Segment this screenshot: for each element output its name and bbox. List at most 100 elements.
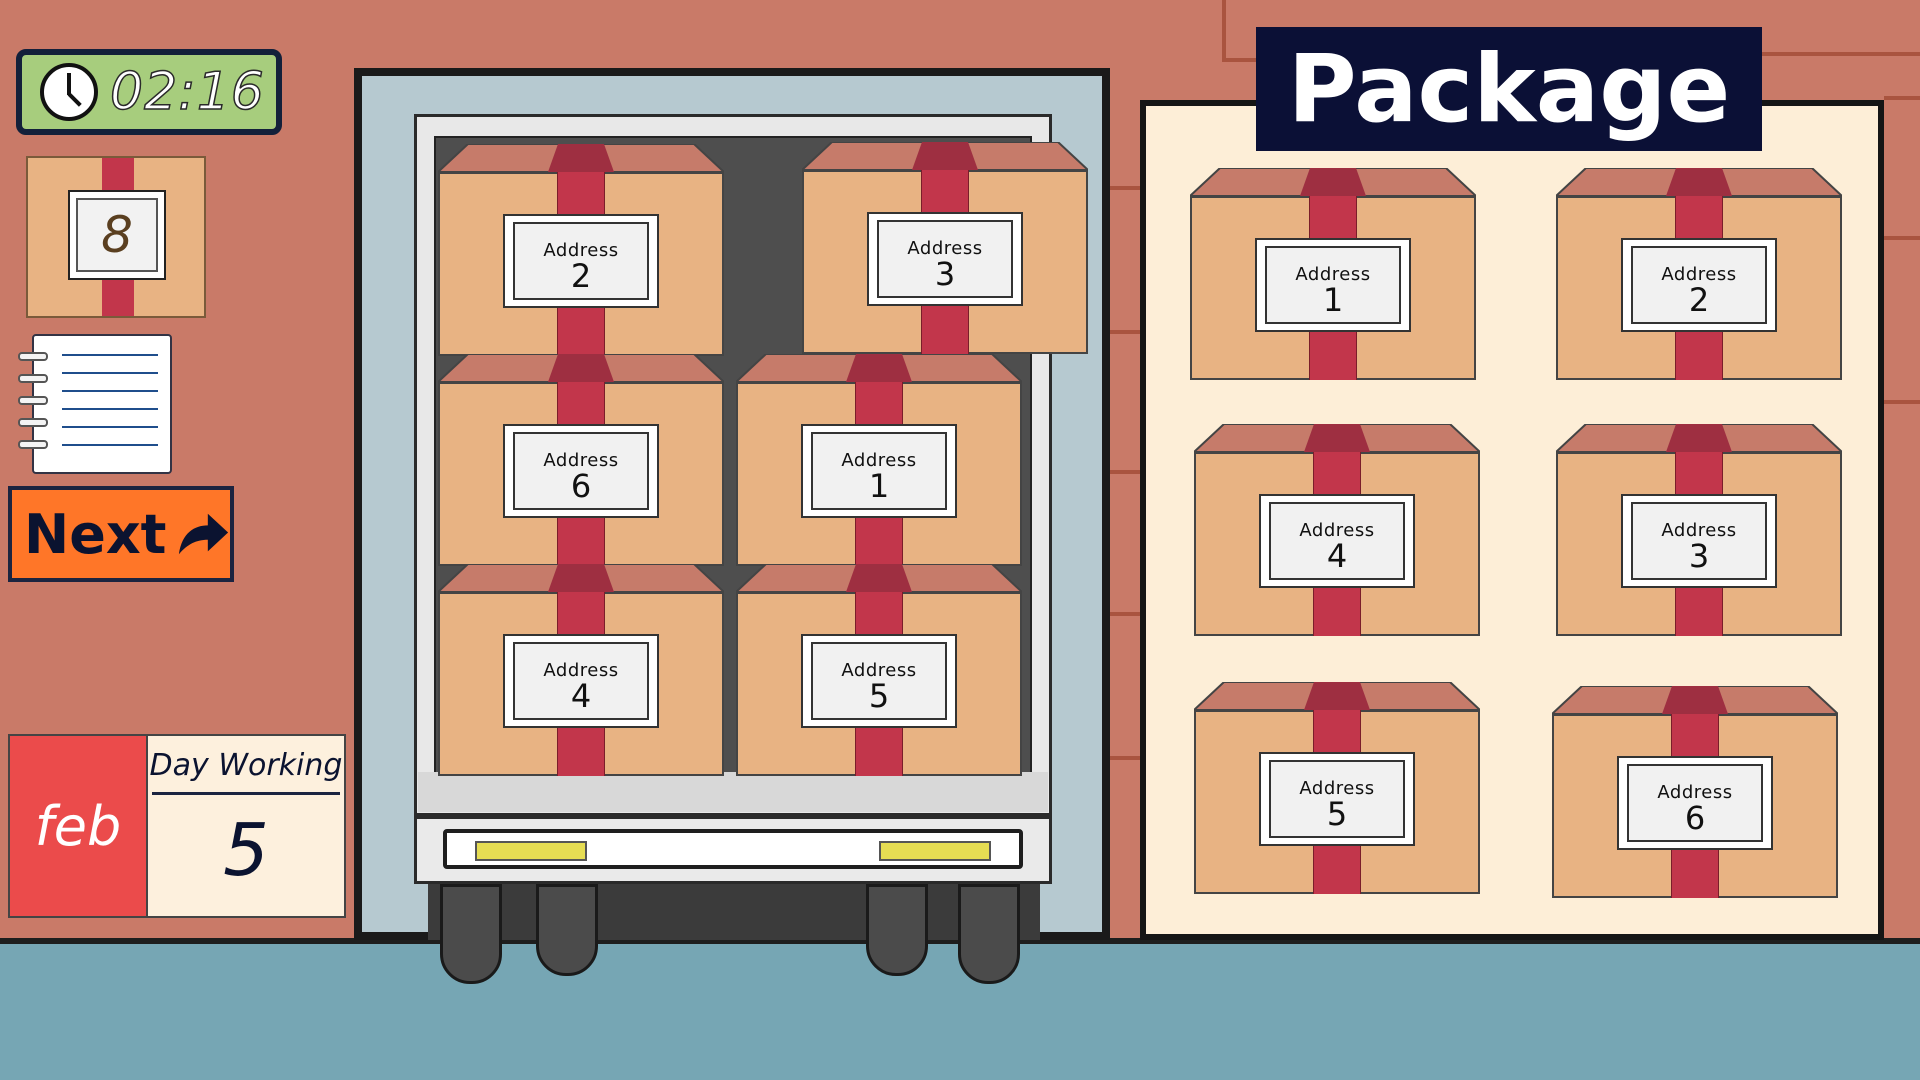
address-word: Address	[907, 238, 983, 259]
package-count-value: 8	[76, 198, 158, 272]
wall-brick-line	[1110, 612, 1142, 616]
redo-arrow-icon	[179, 513, 229, 555]
address-number: 2	[1688, 281, 1710, 319]
calendar: feb Day Working 5	[8, 734, 346, 918]
address-number: 1	[1322, 281, 1344, 319]
address-word: Address	[543, 660, 619, 681]
address-word: Address	[1299, 520, 1375, 541]
box-lid	[736, 354, 1022, 384]
box-lid	[1194, 424, 1480, 454]
bumper-bar	[443, 829, 1023, 869]
box-lid	[736, 564, 1022, 594]
clock-icon	[40, 63, 98, 121]
package-count: 8	[26, 156, 206, 318]
calendar-day-panel: Day Working 5	[146, 736, 344, 916]
address-number: 4	[1326, 537, 1348, 575]
wall-brick-line	[1110, 756, 1142, 760]
wall-brick-line	[1222, 0, 1226, 62]
wall-brick-line	[1110, 470, 1142, 474]
notebook-ring-icon	[18, 418, 48, 427]
address-word: Address	[1299, 778, 1375, 799]
wall-brick-line	[1222, 58, 1262, 62]
cargo-floor	[418, 772, 1048, 812]
notebook-button[interactable]	[18, 334, 172, 474]
box-lid	[1556, 168, 1842, 198]
address-number: 3	[934, 255, 956, 293]
notebook-ring-icon	[18, 396, 48, 405]
truck-wheel	[440, 884, 502, 984]
address-word: Address	[1295, 264, 1371, 285]
box-lid	[802, 142, 1088, 172]
address-number: 2	[570, 257, 592, 295]
truck-wheel	[536, 884, 598, 976]
notebook-line	[62, 426, 158, 428]
address-word: Address	[543, 240, 619, 261]
box-lid	[1552, 686, 1838, 716]
address-number: 3	[1688, 537, 1710, 575]
notebook-line	[62, 444, 158, 446]
next-button[interactable]: Next	[8, 486, 234, 582]
address-number: 4	[570, 677, 592, 715]
address-word: Address	[841, 660, 917, 681]
next-button-label: Next	[24, 502, 167, 566]
address-word: Address	[543, 450, 619, 471]
box-lid	[438, 144, 724, 174]
address-word: Address	[1661, 264, 1737, 285]
address-word: Address	[1661, 520, 1737, 541]
address-number: 5	[1326, 795, 1348, 833]
address-number: 1	[868, 467, 890, 505]
truck-wheel	[866, 884, 928, 976]
wall-brick-line	[1884, 400, 1920, 404]
notebook-line	[62, 408, 158, 410]
notebook-ring-icon	[18, 352, 48, 361]
address-word: Address	[1657, 782, 1733, 803]
notebook-line	[62, 390, 158, 392]
calendar-day: 5	[223, 808, 269, 892]
address-number: 6	[1684, 799, 1706, 837]
calendar-month: feb	[10, 736, 146, 916]
truck-bumper	[414, 816, 1052, 884]
address-number: 5	[868, 677, 890, 715]
tail-light	[475, 841, 587, 861]
notebook-ring-icon	[18, 440, 48, 449]
wall-brick-line	[1110, 186, 1142, 190]
timer: 02:16	[16, 49, 282, 135]
tail-light	[879, 841, 991, 861]
box-lid	[438, 564, 724, 594]
calendar-label: Day Working	[149, 748, 343, 783]
notebook-line	[62, 354, 158, 356]
notebook-ring-icon	[18, 374, 48, 383]
box-lid	[1190, 168, 1476, 198]
timer-value: 02:16	[109, 61, 265, 123]
address-number: 6	[570, 467, 592, 505]
wall-brick-line	[1884, 96, 1920, 100]
wall-brick-line	[1884, 236, 1920, 240]
notebook-line	[62, 372, 158, 374]
truck-wheel	[958, 884, 1020, 984]
wall-brick-line	[1110, 330, 1142, 334]
